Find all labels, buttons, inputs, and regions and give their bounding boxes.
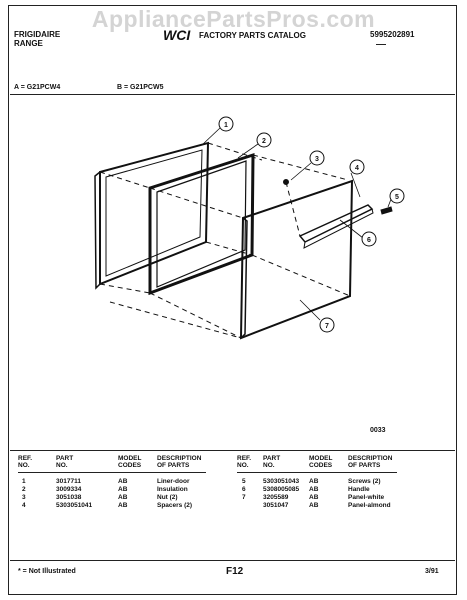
brand-name: FRIGIDAIRE xyxy=(14,30,61,39)
callout-3: 3 xyxy=(315,156,319,163)
model-b: B = G21PCW5 xyxy=(117,84,164,91)
right-desc-3: Panel-white xyxy=(348,494,385,501)
left-ref-4: 4 xyxy=(22,502,26,509)
hdr-ref-right: REF.NO. xyxy=(237,455,252,469)
model-a: A = G21PCW4 xyxy=(14,84,61,91)
left-codes-3: AB xyxy=(118,494,128,501)
left-ref-1: 1 xyxy=(22,478,26,485)
hdr-ref: REF.NO. xyxy=(18,455,33,469)
right-codes-4: AB xyxy=(309,502,319,509)
right-part-2: 5308005085 xyxy=(263,486,300,493)
right-codes-1: AB xyxy=(309,478,319,485)
right-part-1: 5303051043 xyxy=(263,478,300,485)
right-desc-2: Handle xyxy=(348,486,370,493)
callout-2: 2 xyxy=(262,138,266,145)
hdr-underline-left xyxy=(18,472,206,473)
left-ref-3: 3 xyxy=(22,494,26,501)
callout-6: 6 xyxy=(367,237,371,244)
footnote: * = Not Illustrated xyxy=(18,568,76,575)
right-part-4: 3051047 xyxy=(263,502,289,509)
footer-rule xyxy=(10,560,455,561)
right-codes-3: AB xyxy=(309,494,319,501)
wci-logo-text: WCI xyxy=(163,28,191,42)
left-part-1: 3017711 xyxy=(56,478,81,485)
table-top-rule xyxy=(10,450,455,451)
left-part-3: 3051038 xyxy=(56,494,82,501)
right-part-3: 3205589 xyxy=(263,494,289,501)
callout-5: 5 xyxy=(395,194,399,201)
left-ref-2: 2 xyxy=(22,486,26,493)
left-desc-4: Spacers (2) xyxy=(157,502,193,509)
callout-1: 1 xyxy=(224,122,228,129)
page-frame xyxy=(8,5,457,595)
issue-date: 3/91 xyxy=(425,568,439,575)
right-ref-1: 5 xyxy=(242,478,246,485)
right-desc-4: Panel-almond xyxy=(348,502,391,509)
left-part-2: 3009334 xyxy=(56,486,82,493)
page-number: F12 xyxy=(226,566,244,577)
hdr-underline-right xyxy=(237,472,397,473)
header-rule xyxy=(10,94,455,95)
left-desc-2: Insulation xyxy=(157,486,188,493)
left-codes-1: AB xyxy=(118,478,128,485)
doc-mark xyxy=(376,44,386,45)
left-desc-1: Liner-door xyxy=(157,478,190,485)
left-desc-3: Nut (2) xyxy=(157,494,178,501)
right-desc-1: Screws (2) xyxy=(348,478,381,485)
wci-logo: WCI xyxy=(163,28,191,42)
catalog-title: FACTORY PARTS CATALOG xyxy=(199,31,306,40)
diagram-code: 0033 xyxy=(370,427,386,434)
left-part-4: 5303051041 xyxy=(56,502,93,509)
outer-panel xyxy=(239,179,354,340)
callout-7: 7 xyxy=(325,323,329,330)
left-codes-4: AB xyxy=(118,502,128,509)
watermark: AppliancePartsPros.com xyxy=(91,6,376,32)
product-type: RANGE xyxy=(14,39,43,48)
right-codes-2: AB xyxy=(309,486,319,493)
left-codes-2: AB xyxy=(118,486,128,493)
liner-door xyxy=(99,141,210,286)
right-ref-3: 7 xyxy=(242,494,246,501)
doc-number: 5995202891 xyxy=(370,30,415,39)
right-ref-2: 6 xyxy=(242,486,246,493)
callout-4: 4 xyxy=(355,165,359,172)
screw xyxy=(380,206,393,215)
